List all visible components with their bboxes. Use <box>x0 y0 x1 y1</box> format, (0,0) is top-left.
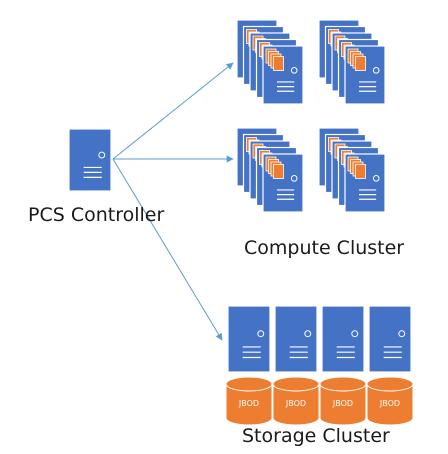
jbod-disk-icon: JBOD <box>366 376 414 426</box>
server-stack <box>236 127 304 213</box>
storage-cluster-label: Storage Cluster <box>242 425 390 447</box>
jbod-label: JBOD <box>285 399 306 408</box>
server-icon <box>368 305 412 373</box>
server-stack <box>236 19 304 105</box>
virtual-machine-icon <box>265 48 284 71</box>
jbod-disk-icon: JBOD <box>272 376 320 426</box>
server-icon <box>321 305 365 373</box>
jbod-label: JBOD <box>379 399 400 408</box>
virtual-machine-icon <box>347 156 366 179</box>
controller-label: PCS Controller <box>28 204 165 226</box>
compute-cluster <box>236 19 386 213</box>
storage-cluster: JBOD JBOD JBOD JBOD <box>225 305 414 426</box>
server-icon <box>262 153 304 213</box>
jbod-disk-icon: JBOD <box>225 376 273 426</box>
virtual-machine-icon <box>347 48 366 71</box>
arrows-layer <box>112 62 234 341</box>
virtual-machine-icon <box>265 156 284 179</box>
jbod-disk-icon: JBOD <box>319 376 367 426</box>
server-stack <box>318 127 386 213</box>
arrow-icon <box>112 158 223 341</box>
compute-cluster-label: Compute Cluster <box>244 237 405 259</box>
arrow-icon <box>112 62 234 160</box>
server-icon <box>262 45 304 105</box>
server-icon <box>344 153 386 213</box>
server-icon <box>274 305 318 373</box>
server-stack <box>318 19 386 105</box>
pcs-controller <box>68 128 112 192</box>
server-icon <box>227 305 271 373</box>
jbod-label: JBOD <box>332 399 353 408</box>
server-icon <box>68 128 112 192</box>
jbod-label: JBOD <box>238 399 259 408</box>
server-icon <box>344 45 386 105</box>
